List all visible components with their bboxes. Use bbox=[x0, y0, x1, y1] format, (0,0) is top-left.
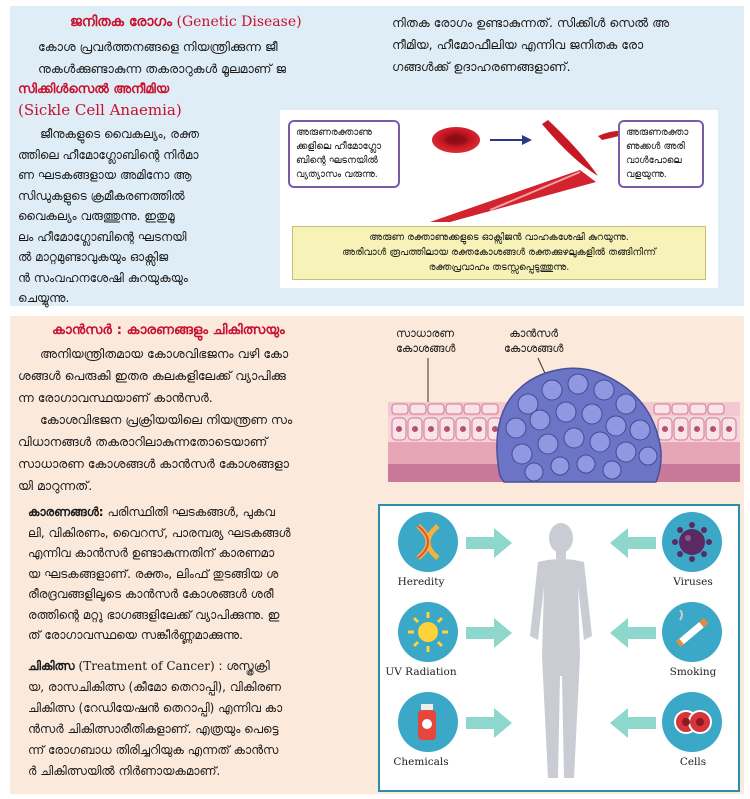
text-line: ണ ഘടകങ്ങളായ അമിനോ ആ bbox=[18, 168, 192, 182]
text-line: ൽ മാറ്റമുണ്ടാവുകയും ഓക്സിജ bbox=[18, 250, 169, 264]
sickle-heading-en: (Sickle Cell Anaemia) bbox=[18, 101, 182, 119]
sickle-shape-note: അരുണരക്താ ണുക്കൾ അരി വാൾപോലെ വളയുന്നു. bbox=[618, 120, 704, 188]
text-line: സാധാരണ കോശങ്ങൾ കാൻസർ കോശങ്ങളാ bbox=[18, 456, 289, 471]
arrow-right-icon bbox=[466, 708, 512, 738]
normal-cells-label: സാധാരണ കോശങ്ങൾ bbox=[396, 326, 455, 356]
text-line: കോശവിഭജന പ്രക്രിയയിലെ നിയന്ത്രണ സം bbox=[40, 412, 293, 427]
text-line: നിതക രോഗം ഉണ്ടാകുന്നത്. സിക്കിൾ സെൽ അ bbox=[392, 15, 670, 30]
chemicals-label: Chemicals bbox=[393, 756, 449, 768]
text-line: ശങ്ങൾ പെരുകി ഇതര കലകളിലേക്ക് വ്യാപിക്കു bbox=[18, 368, 286, 383]
text-line: ൻസർ ചികിത്സാരീതികളാണ്. എത്രയും പെട്ടെ bbox=[28, 722, 279, 736]
human-figure-icon bbox=[530, 523, 592, 778]
hemoglobin-change-note: അരുണരക്താണു ക്കളിലെ ഹീമോഗ്ലോ ബിന്റെ ഘടനയ… bbox=[288, 120, 400, 188]
viruses-label: Viruses bbox=[673, 576, 713, 588]
heredity-label: Heredity bbox=[397, 576, 445, 588]
arrow-left-icon bbox=[610, 528, 656, 558]
viruses-icon bbox=[662, 512, 722, 572]
text-line: ലം ഹീമോഗ്ലോബിന്റെ ഘടനയി bbox=[18, 229, 187, 244]
text-line: ന്ന് രോഗബാധ തിരിച്ചറിയുക എന്നത് കാൻസ bbox=[28, 743, 279, 757]
cancer-cells-label: കാൻസർ കോശങ്ങൾ bbox=[504, 326, 563, 356]
text-line: ൻ സംവഹനശേഷി കുറയുകയും bbox=[18, 270, 188, 285]
causes-label: കാരണങ്ങൾ: bbox=[28, 505, 104, 519]
note-line: ക്കളിലെ ഹീമോഗ്ലോ bbox=[296, 141, 382, 152]
text-line: ന്ന രോഗാവസ്ഥയാണ് കാൻസർ. bbox=[18, 390, 213, 405]
text-line: നുകൾക്കുണ്ടാകുന്ന തകരാറുകൾ മൂലമാണ് ജ bbox=[38, 61, 286, 76]
label-line: കോശങ്ങൾ bbox=[396, 342, 456, 355]
text-line: വൈകല്യം വരുത്തുന്നു. ഇതുമൂ bbox=[18, 209, 175, 223]
text-line: കാരണങ്ങൾ: പരിസ്ഥിതി ഘടകങ്ങൾ, പുകവ bbox=[28, 502, 378, 523]
sickle-caption: അരുണ രക്താണുക്കളുടെ ഓക്സിജൻ വാഹകശേഷി കുറ… bbox=[292, 226, 706, 280]
cells-icon bbox=[662, 692, 722, 752]
uv-radiation-label: UV Radiation bbox=[385, 666, 457, 678]
genetic-text-left: കോശ പ്രവർത്തനങ്ങളെ നിയന്ത്രിക്കുന്ന ജീ ന… bbox=[38, 36, 368, 80]
genetic-heading-ml: ജനിതക രോഗം bbox=[70, 14, 173, 30]
text-line: ലി, വികിരണം, വൈറസ്, പാരമ്പര്യ ഘടകങ്ങൾ bbox=[28, 525, 291, 540]
sickle-cell-figure: അരുണരക്താണു ക്കളിലെ ഹീമോഗ്ലോ ബിന്റെ ഘടനയ… bbox=[280, 110, 718, 288]
note-line: വളയുന്നു. bbox=[626, 169, 667, 180]
tissue-illustration bbox=[388, 357, 740, 483]
cells-label: Cells bbox=[679, 756, 707, 768]
genetic-heading-en: (Genetic Disease) bbox=[176, 14, 302, 30]
text-line: വിധാനങ്ങൾ തകരാറിലാകുന്നതോടെയാണ് bbox=[18, 434, 268, 449]
cancer-causes-infographic: Heredity UV Radiation Chemicals Viruses … bbox=[378, 504, 740, 792]
arrow-right-icon bbox=[466, 528, 512, 558]
text-line: സിഡുകളുടെ ക്രമീകരണത്തിൽ bbox=[18, 188, 185, 203]
genetic-text-right: നിതക രോഗം ഉണ്ടാകുന്നത്. സിക്കിൾ സെൽ അ നീ… bbox=[392, 12, 742, 78]
treatment-label: ചികിത്സ bbox=[28, 659, 75, 673]
smoking-label: Smoking bbox=[669, 666, 717, 678]
uv-radiation-icon bbox=[398, 602, 458, 662]
text-span: പരിസ്ഥിതി ഘടകങ്ങൾ, പുകവ bbox=[103, 505, 275, 519]
text-line: നീമിയ, ഹീമോഫീലിയ എന്നിവ ജനിതക രോ bbox=[392, 37, 644, 52]
sickle-heading-ml: സിക്കിൾസെൽ അനീമിയ bbox=[18, 82, 170, 97]
text-line: ത് രോഗാവസ്ഥയെ സങ്കീർണ്ണമാക്കുന്നു. bbox=[28, 628, 243, 642]
text-line: ജീനുകളുടെ വൈകല്യം, രക്ത bbox=[40, 127, 199, 141]
text-line: ത്തിലെ ഹീമോഗ്ലോബിന്റെ നിർമാ bbox=[18, 147, 199, 162]
cancer-definition: അനിയന്ത്രിതമായ കോശവിഭജനം വഴി കോ ശങ്ങൾ പെ… bbox=[18, 343, 378, 497]
arrow-left-icon bbox=[610, 708, 656, 738]
text-line: ഗങ്ങൾക്ക് ഉദാഹരണങ്ങളാണ്. bbox=[392, 59, 571, 74]
note-line: അരുണരക്താണു bbox=[296, 127, 372, 138]
note-line: വാൾപോലെ bbox=[626, 155, 682, 166]
heredity-icon bbox=[398, 512, 458, 572]
label-line: കോശങ്ങൾ bbox=[504, 342, 564, 355]
cancer-tissue-figure: സാധാരണ കോശങ്ങൾ കാൻസർ കോശങ്ങൾ bbox=[388, 326, 740, 486]
text-line: രീരദ്രവങ്ങളിലൂടെ കാൻസർ കോശങ്ങൾ ശരീ bbox=[28, 587, 274, 601]
arrow-right-icon bbox=[466, 618, 512, 648]
text-line: ചികിത്സ (Treatment of Cancer) : ശസ്ത്രക്… bbox=[28, 656, 378, 677]
text-line: എന്നിവ കാൻസർ ഉണ്ടാകുന്നതിന് കാരണമാ bbox=[28, 546, 275, 560]
cancer-treatment: ചികിത്സ (Treatment of Cancer) : ശസ്ത്രക്… bbox=[28, 656, 378, 782]
note-line: ണുക്കൾ അരി bbox=[626, 141, 685, 152]
arrow-left-icon bbox=[610, 618, 656, 648]
sickle-text: ജീനുകളുടെ വൈകല്യം, രക്ത ത്തിലെ ഹീമോഗ്ലോബ… bbox=[18, 124, 280, 309]
caption-line: അരുണ രക്താണുക്കളുടെ ഓക്സിജൻ വാഹകശേഷി കുറ… bbox=[369, 232, 629, 243]
treatment-label-en: (Treatment of Cancer) bbox=[74, 659, 215, 673]
note-line: അരുണരക്താ bbox=[626, 127, 689, 138]
chemicals-icon bbox=[398, 692, 458, 752]
text-line: യ, രാസചികിത്സ (കീമോ തെറാപ്പി), വികിരണ bbox=[28, 680, 281, 694]
text-line: ചെയ്യുന്നു. bbox=[18, 291, 70, 305]
text-line: യ ഘടകങ്ങളാണ്. രക്തം, ലിംഫ് തുടങ്ങിയ ശ bbox=[28, 566, 279, 581]
text-line: അനിയന്ത്രിതമായ കോശവിഭജനം വഴി കോ bbox=[40, 346, 289, 361]
label-line: കാൻസർ bbox=[509, 327, 559, 340]
text-line: ർ ചികിത്സയിൽ നിർണായകമാണ്. bbox=[28, 764, 221, 778]
text-line: യി മാറുന്നത്. bbox=[18, 478, 93, 493]
text-line: രത്തിന്റെ മറ്റു ഭാഗങ്ങളിലേക്ക് വ്യാപിക്ക… bbox=[28, 607, 280, 622]
cancer-heading: കാൻസർ : കാരണങ്ങളും ചികിത്സയും bbox=[52, 322, 285, 338]
genetic-heading: ജനിതക രോഗം (Genetic Disease) bbox=[70, 14, 302, 30]
text-line: കോശ പ്രവർത്തനങ്ങളെ നിയന്ത്രിക്കുന്ന ജീ bbox=[38, 39, 278, 54]
cancer-causes: കാരണങ്ങൾ: പരിസ്ഥിതി ഘടകങ്ങൾ, പുകവ ലി, വി… bbox=[28, 502, 378, 646]
note-line: ബിന്റെ ഘടനയിൽ bbox=[296, 155, 378, 166]
smoking-icon bbox=[662, 602, 722, 662]
text-line: ചികിത്സ (റേഡിയേഷൻ തെറാപ്പി) എന്നിവ കാ bbox=[28, 701, 283, 715]
caption-line: അരിവാൾ രൂപത്തിലായ രക്തകോശങ്ങൾ രക്തക്കുഴല… bbox=[342, 247, 656, 258]
label-line: സാധാരണ bbox=[396, 327, 454, 340]
text-span: : ശസ്ത്രക്രി bbox=[214, 659, 270, 673]
note-line: വ്യത്യാസം വരുന്നു. bbox=[296, 169, 378, 180]
caption-line: രക്തപ്രവാഹം തടസ്സപ്പെടുത്തുന്നു. bbox=[428, 262, 570, 273]
